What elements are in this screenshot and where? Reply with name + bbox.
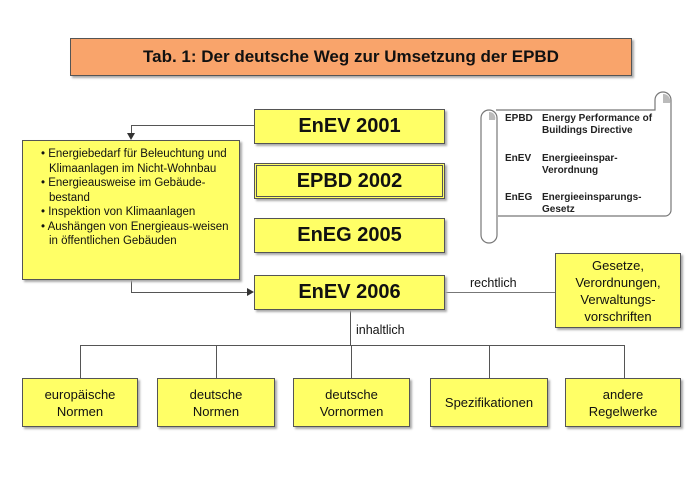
- enev-2006-box: EnEV 2006: [254, 275, 445, 310]
- connector: [131, 292, 247, 293]
- glossary-abbr: EnEV: [505, 153, 532, 164]
- connector: [351, 345, 352, 378]
- connector: [131, 125, 132, 135]
- glossary-def: Energieeinsparungs-Gesetz: [542, 192, 642, 215]
- connector: [624, 345, 625, 378]
- legal-box: Gesetze, Verordnungen, Verwaltungs-vorsc…: [555, 253, 681, 328]
- connector: [80, 345, 625, 346]
- label: europäische Normen: [44, 386, 116, 419]
- enev-2001-details: Energiebedarf für Beleuchtung und Klimaa…: [22, 140, 240, 280]
- glossary-scroll: EPBD Energy Performance of Buildings Dir…: [480, 90, 672, 245]
- label: EnEG 2005: [297, 224, 402, 246]
- rechtlich-label: rechtlich: [470, 276, 517, 290]
- glossary-def: Energieeinspar-Verordnung: [542, 153, 618, 176]
- arrow-down-icon: [127, 133, 135, 140]
- label: Gesetze, Verordnungen, Verwaltungs-vorsc…: [575, 257, 661, 324]
- scroll-shape: [480, 91, 672, 244]
- norm-box: deutsche Normen: [157, 378, 275, 427]
- label: Spezifikationen: [444, 395, 534, 410]
- glossary-abbr: EnEG: [505, 192, 533, 203]
- list-item: Aushängen von Energieaus-weisen in öffen…: [41, 220, 233, 249]
- glossary-abbr: EPBD: [505, 113, 533, 124]
- label: EPBD 2002: [296, 169, 403, 192]
- list-item: Inspektion von Klimaanlagen: [41, 205, 233, 220]
- connector: [489, 345, 490, 378]
- label: andere Regelwerke: [588, 386, 658, 419]
- arrow-right-icon: [247, 288, 254, 296]
- norm-box: andere Regelwerke: [565, 378, 681, 427]
- connector: [445, 292, 555, 293]
- label: EnEV 2001: [298, 115, 401, 137]
- list-item: Energieausweise im Gebäude-bestand: [41, 176, 233, 205]
- eneg-2005-box: EnEG 2005: [254, 218, 445, 253]
- connector: [350, 310, 351, 345]
- connector: [131, 125, 254, 126]
- connector: [80, 345, 81, 378]
- list-item: Energiebedarf für Beleuchtung und Klimaa…: [41, 147, 233, 176]
- label: deutsche Normen: [189, 386, 243, 419]
- label: EnEV 2006: [298, 281, 401, 303]
- epbd-2002-box: EPBD 2002: [254, 163, 445, 199]
- title-text: Tab. 1: Der deutsche Weg zur Umsetzung d…: [143, 47, 559, 66]
- title-box: Tab. 1: Der deutsche Weg zur Umsetzung d…: [70, 38, 632, 76]
- glossary-def: Energy Performance of Buildings Directiv…: [542, 113, 653, 136]
- norm-box: deutsche Vornormen: [293, 378, 410, 427]
- norm-box: europäische Normen: [22, 378, 138, 427]
- connector: [131, 280, 132, 293]
- inhaltlich-label: inhaltlich: [356, 323, 405, 337]
- label: deutsche Vornormen: [319, 386, 384, 419]
- norm-box: Spezifikationen: [430, 378, 548, 427]
- enev-2001-box: EnEV 2001: [254, 109, 445, 144]
- connector: [216, 345, 217, 378]
